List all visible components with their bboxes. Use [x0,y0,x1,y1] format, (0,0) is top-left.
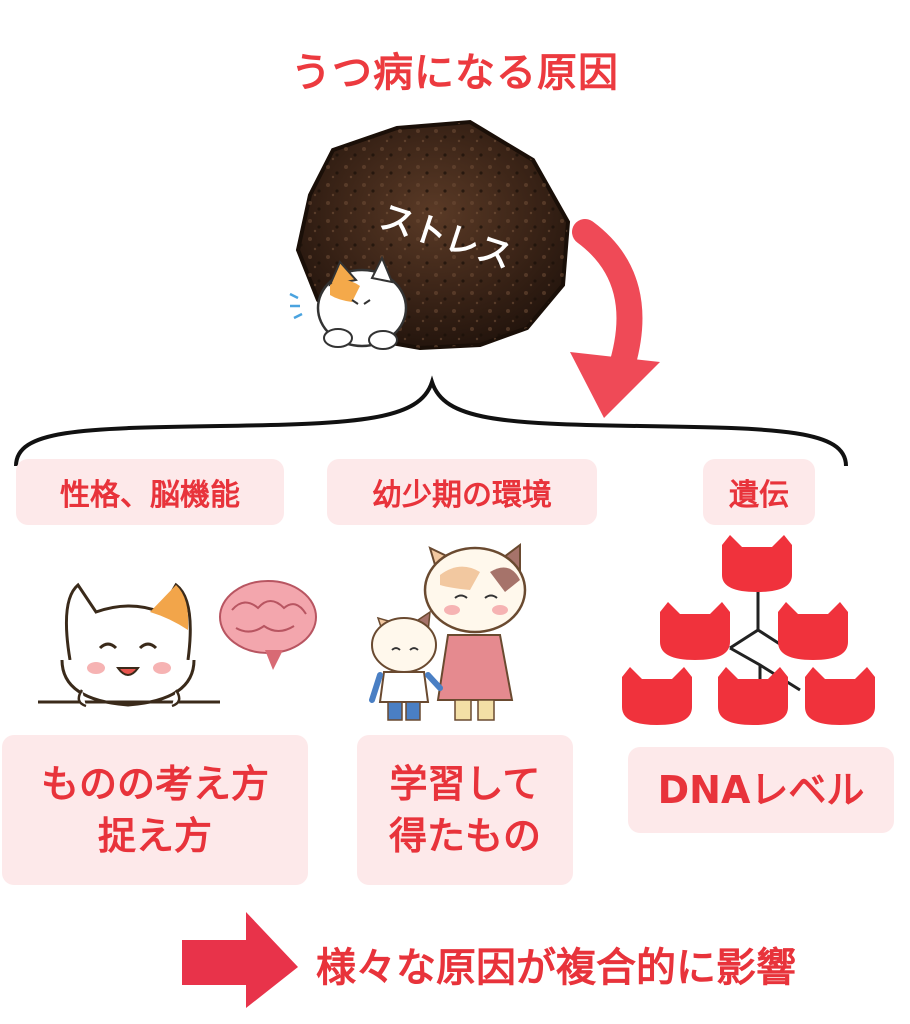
cause-detail-genetics: DNAレベル [628,747,894,833]
cause-label-personality: 性格、脳機能 [16,459,284,525]
struggling-cat-icon [289,255,408,350]
cat-with-brain-icon [38,580,317,708]
mother-and-child-cats-icon [369,543,527,721]
cause-label-genetics: 遺伝 [703,459,815,525]
cat-family-tree-icon [622,535,875,725]
down-arrow-icon [570,219,660,418]
right-arrow-icon [182,912,298,1008]
page-title: うつ病になる原因 [291,50,619,96]
cause-label-childhood: 幼少期の環境 [327,459,597,525]
cause-detail-childhood: 学習して 得たもの [357,735,573,885]
brace-divider [14,375,848,467]
conclusion-text: 様々な原因が複合的に影響 [316,945,796,991]
cause-detail-personality: ものの考え方 捉え方 [2,735,308,885]
